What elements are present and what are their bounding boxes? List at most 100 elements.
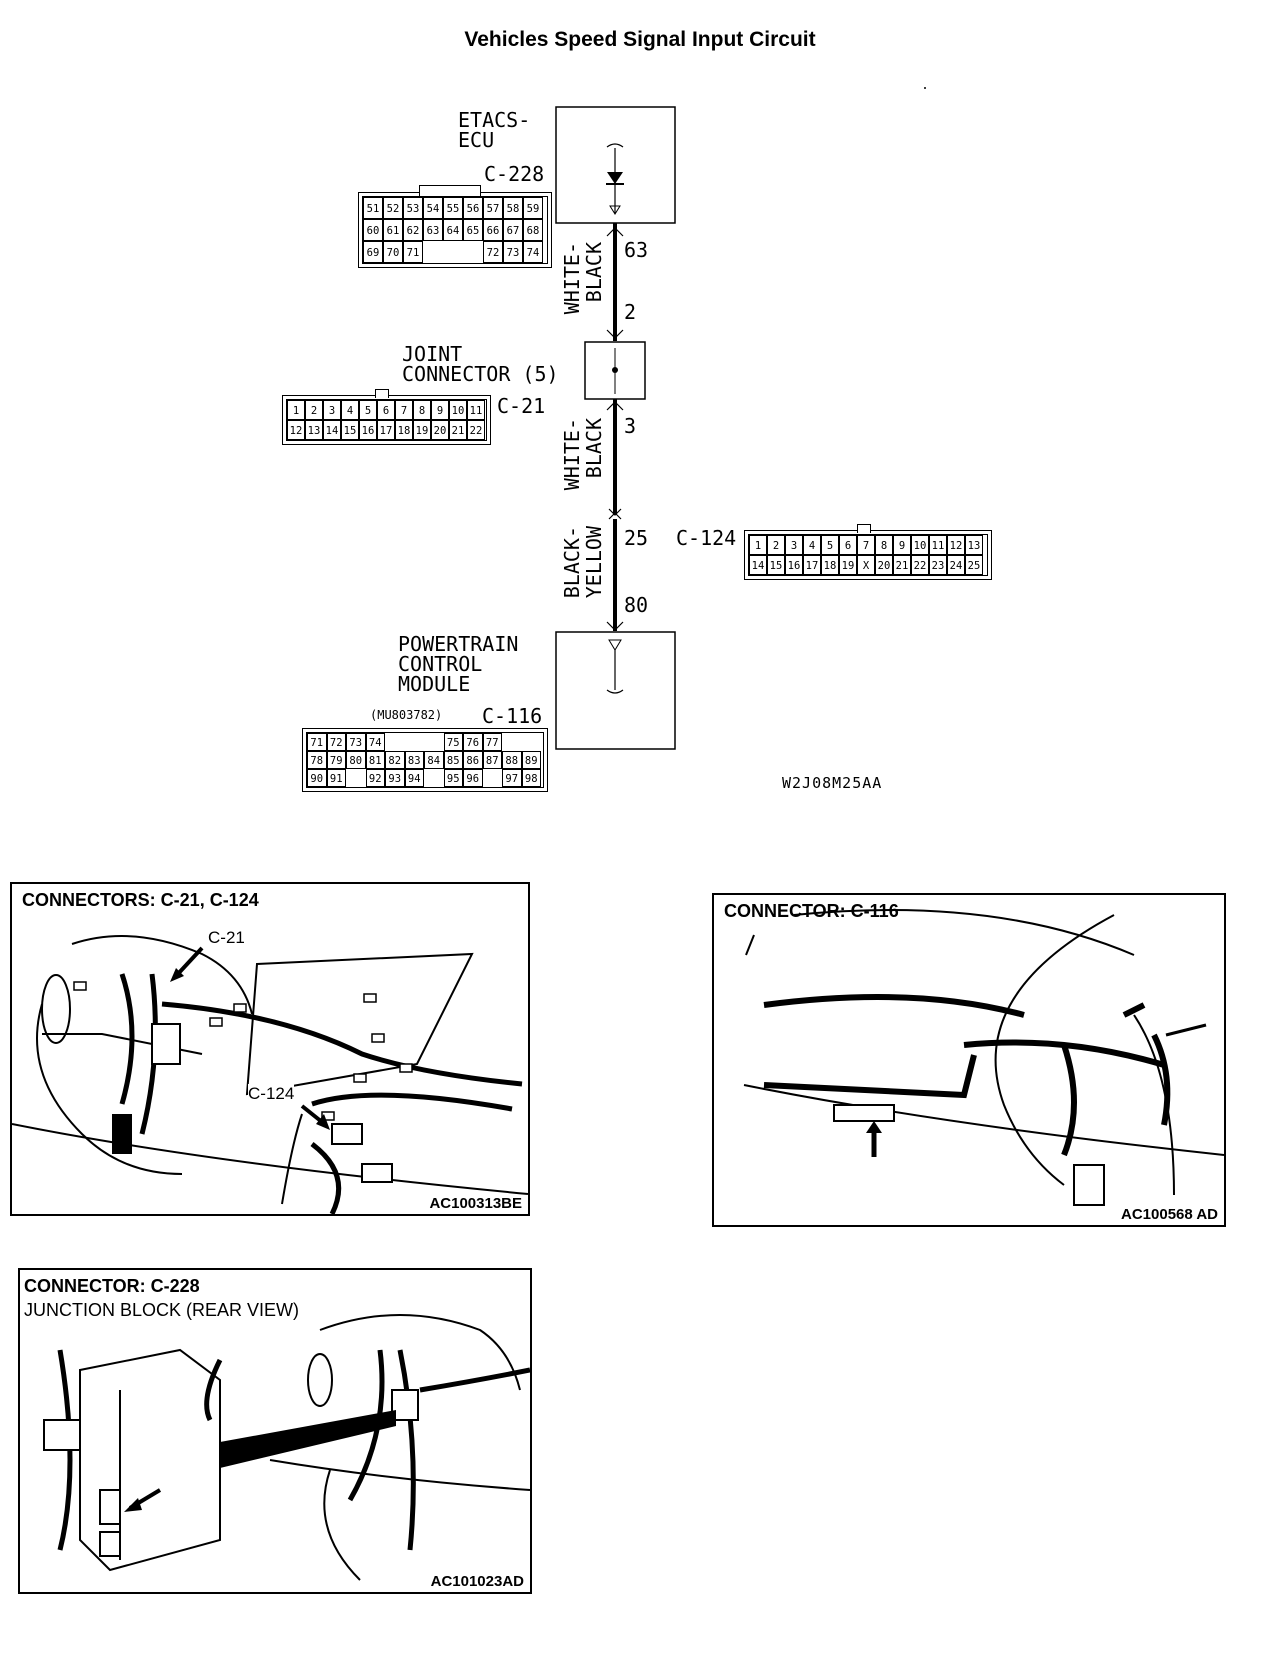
connector-pin: 20 — [875, 555, 893, 575]
connector-pin: 22 — [911, 555, 929, 575]
connector-key — [857, 524, 871, 533]
photo-connectors-c21-c124: CONNECTORS: C-21, C-124 C-21 C-124 AC100… — [10, 882, 530, 1216]
joint-name-2: CONNECTOR (5) — [402, 362, 559, 386]
connector-pin: 86 — [463, 751, 483, 769]
pin-2: 2 — [624, 300, 637, 324]
connector-pin: 2 — [767, 535, 785, 555]
connector-pin: 89 — [521, 751, 541, 769]
connector-pin: 85 — [443, 751, 463, 769]
pin-3: 3 — [624, 414, 637, 438]
photo2-title: CONNECTOR: C-116 — [724, 901, 899, 921]
connector-pin: 92 — [365, 769, 385, 787]
connector-pin: 2 — [305, 400, 323, 420]
connector-pin: 6 — [839, 535, 857, 555]
connector-pin: 7 — [395, 400, 413, 420]
connector-pin — [463, 241, 483, 263]
connector-pin: 72 — [483, 241, 503, 263]
connector-pin: 78 — [307, 751, 327, 769]
pcm-name-2: CONTROL — [398, 652, 483, 676]
connector-pin: 90 — [307, 769, 327, 787]
connector-pin: 1 — [287, 400, 305, 420]
diagram-code: W2J08M25AA — [782, 774, 883, 792]
connector-pin: 6 — [377, 400, 395, 420]
connector-pin: 57 — [483, 197, 503, 219]
wire3-color-1: BLACK- — [560, 526, 584, 599]
connector-pin: 82 — [385, 751, 405, 769]
pcm-connector-id: C-116 — [482, 704, 543, 728]
connector-pin: 17 — [377, 420, 395, 440]
connector-pin — [424, 769, 444, 787]
joint-connector-id: C-21 — [497, 394, 546, 418]
connector-pin: 1 — [749, 535, 767, 555]
connector-pin: 91 — [326, 769, 346, 787]
connector-pin: 59 — [523, 197, 543, 219]
photo2-code: AC100568 AD — [1119, 1206, 1220, 1223]
photo1-code: AC100313BE — [427, 1195, 524, 1212]
connector-pin: 8 — [413, 400, 431, 420]
connector-key — [419, 185, 481, 196]
connector-pin: 63 — [423, 219, 443, 241]
connector-pin: 18 — [395, 420, 413, 440]
connector-pin: X — [857, 555, 875, 575]
connector-pin: 73 — [346, 733, 366, 751]
connector-pin: 18 — [821, 555, 839, 575]
connector-pin: 53 — [403, 197, 423, 219]
connector-pin: 15 — [341, 420, 359, 440]
connector-pin: 20 — [431, 420, 449, 440]
connector-pin: 8 — [875, 535, 893, 555]
connector-pin: 13 — [305, 420, 323, 440]
connector-pin: 7 — [857, 535, 875, 555]
connector-pin: 56 — [463, 197, 483, 219]
connector-pin: 96 — [463, 769, 483, 787]
connector-key — [375, 389, 389, 398]
connector-pin: 4 — [803, 535, 821, 555]
connector-pin: 88 — [502, 751, 522, 769]
connector-pin: 55 — [443, 197, 463, 219]
connector-pin: 16 — [785, 555, 803, 575]
connector-pin — [346, 769, 366, 787]
connector-pin: 84 — [424, 751, 444, 769]
wire1-color-2: BLACK — [582, 242, 606, 303]
connector-pin: 51 — [363, 197, 383, 219]
c124-connector-id: C-124 — [676, 526, 737, 550]
connector-pin: 76 — [463, 733, 483, 751]
dashboard-illustration — [743, 909, 1224, 1206]
connector-pin: 80 — [346, 751, 366, 769]
connector-pin: 58 — [503, 197, 523, 219]
photo1-title: CONNECTORS: C-21, C-124 — [22, 890, 259, 910]
pcm-part-number: (MU803782) — [370, 708, 443, 722]
connector-pin: 11 — [929, 535, 947, 555]
connector-pin: 14 — [323, 420, 341, 440]
connector-pin — [424, 733, 444, 751]
connector-pin: 66 — [483, 219, 503, 241]
connector-pin — [423, 241, 443, 263]
connector-pin: 4 — [341, 400, 359, 420]
pin-80: 80 — [624, 593, 649, 617]
pcm-name-3: MODULE — [398, 672, 471, 696]
connector-pin: 25 — [965, 555, 983, 575]
connector-pin: 10 — [449, 400, 467, 420]
connector-pin: 68 — [523, 219, 543, 241]
connector-pin: 98 — [521, 769, 541, 787]
connector-pin: 71 — [403, 241, 423, 263]
etacs-name-1: ETACS- — [458, 108, 531, 132]
connector-pin: 95 — [443, 769, 463, 787]
connector-pin: 19 — [839, 555, 857, 575]
connector-pin — [405, 733, 425, 751]
connector-pin: 5 — [359, 400, 377, 420]
connector-pin: 64 — [443, 219, 463, 241]
connector-pin: 93 — [385, 769, 405, 787]
connector-pin: 73 — [503, 241, 523, 263]
